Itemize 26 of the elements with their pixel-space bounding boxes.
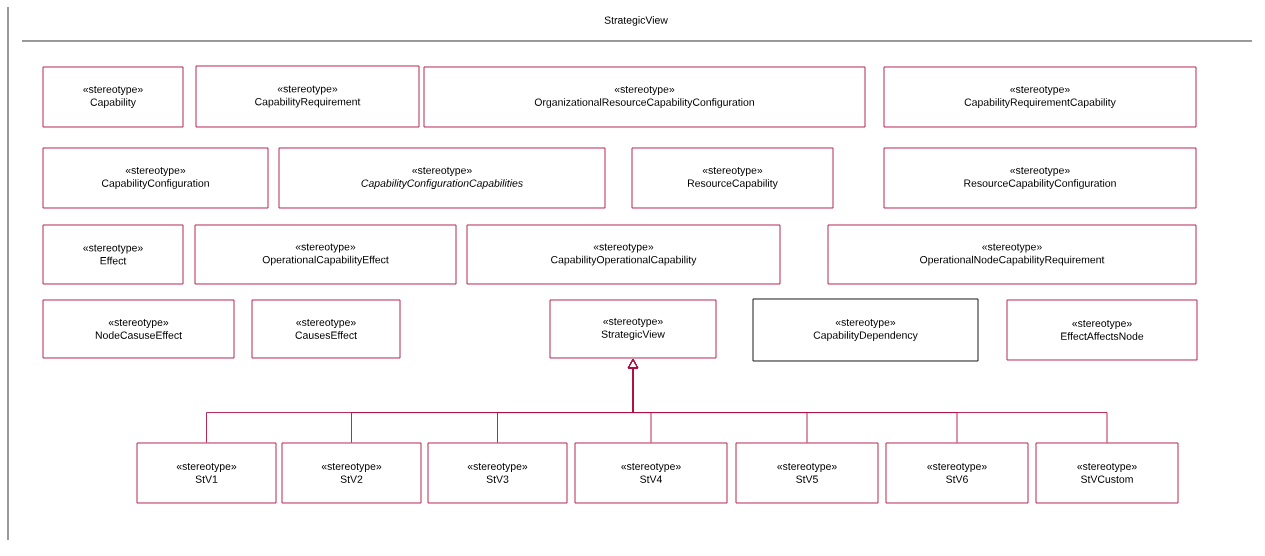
stereotype-box: «stereotype» EffectAffectsNode	[1006, 299, 1198, 361]
stereotype-box: «stereotype» StV3	[427, 442, 568, 504]
stereotype-box: «stereotype» ResourceCapabilityConfiguration	[883, 147, 1197, 209]
stereotype-box: «stereotype» StV5	[735, 442, 879, 504]
stereotype-box: «stereotype» CapabilityRequirementCapability	[883, 66, 1197, 128]
stereotype-box: «stereotype» CapabilityDependency	[752, 298, 979, 362]
stereotype-box: «stereotype» StV1	[136, 442, 277, 504]
stereotype-box: «stereotype» Effect	[42, 224, 184, 285]
stereotype-box: «stereotype» StVCustom	[1035, 442, 1179, 504]
stereotype-box: «stereotype» OperationalNodeCapabilityRequirement	[827, 224, 1197, 285]
stereotype-box: «stereotype» StV4	[574, 442, 728, 504]
stereotype-box: «stereotype» OperationalCapabilityEffect	[194, 224, 457, 285]
stereotype-box: «stereotype» NodeCasuseEffect	[42, 299, 235, 359]
stereotype-box: «stereotype» CapabilityConfiguration	[42, 147, 269, 209]
stereotype-box: «stereotype» CapabilityConfigurationCapabilities	[278, 147, 606, 209]
diagram-title: StrategicView	[604, 16, 668, 26]
stereotype-box: «stereotype» Capability	[42, 66, 184, 128]
stereotype-box: «stereotype» StV2	[281, 442, 422, 504]
stereotype-box: «stereotype» StV6	[885, 442, 1029, 504]
stereotype-box: «stereotype» ResourceCapability	[631, 147, 834, 209]
stereotype-box: «stereotype» CapabilityRequirement	[195, 65, 420, 128]
generalization-arrow	[627, 358, 1108, 443]
stereotype-box: «stereotype» OrganizationalResourceCapabilityConfiguration	[423, 66, 866, 128]
stereotype-box: «stereotype» CausesEffect	[251, 299, 401, 359]
stereotype-box: «stereotype» CapabilityOperationalCapability	[466, 224, 781, 285]
stereotype-box: «stereotype» StrategicView	[549, 299, 717, 359]
